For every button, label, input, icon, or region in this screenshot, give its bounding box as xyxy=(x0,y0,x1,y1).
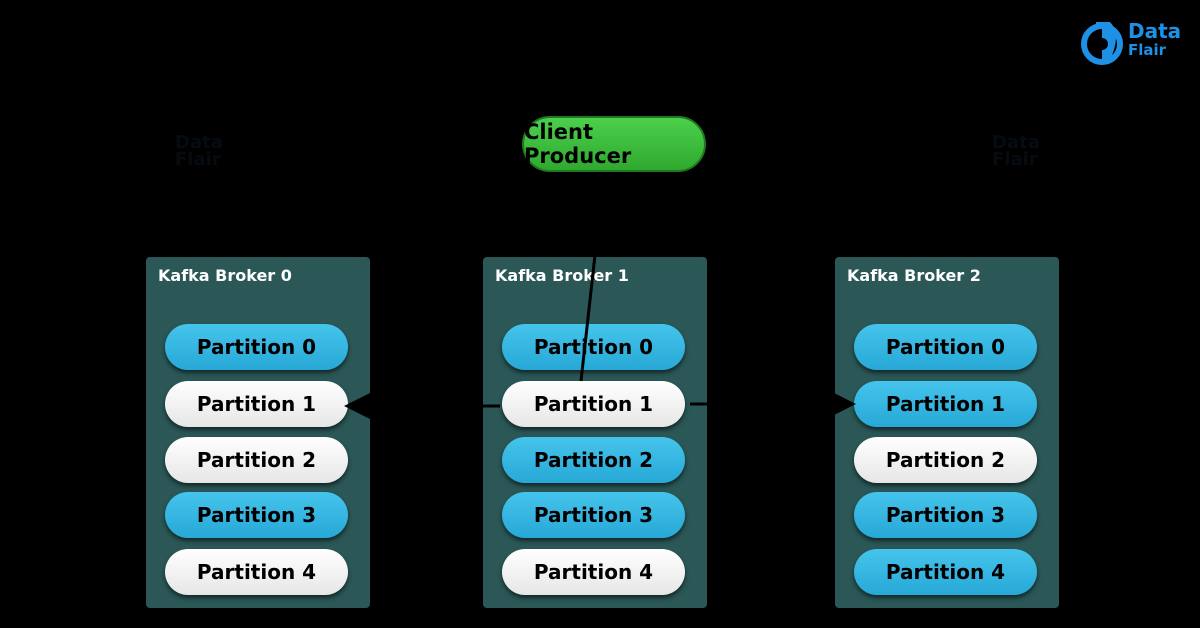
broker-2-partition-3: Partition 3 xyxy=(854,492,1037,538)
broker-1-partition-3: Partition 3 xyxy=(502,492,685,538)
kafka-broker-2: Kafka Broker 2 Partition 0 Partition 1 P… xyxy=(835,257,1059,608)
client-producer-node: Client Producer xyxy=(522,116,706,172)
broker-1-partition-0: Partition 0 xyxy=(502,324,685,370)
broker-0-partition-4: Partition 4 xyxy=(165,549,348,595)
broker-2-partition-1: Partition 1 xyxy=(854,381,1037,427)
broker-0-partition-3: Partition 3 xyxy=(165,492,348,538)
broker-1-partition-1: Partition 1 xyxy=(502,381,685,427)
broker-2-partition-4: Partition 4 xyxy=(854,549,1037,595)
kafka-broker-0: Kafka Broker 0 Partition 0 Partition 1 P… xyxy=(146,257,370,608)
broker-1-partition-4: Partition 4 xyxy=(502,549,685,595)
broker-2-partition-0: Partition 0 xyxy=(854,324,1037,370)
broker-2-partition-2: Partition 2 xyxy=(854,437,1037,483)
broker-title: Kafka Broker 0 xyxy=(158,266,292,285)
broker-0-partition-1: Partition 1 xyxy=(165,381,348,427)
broker-1-partition-2: Partition 2 xyxy=(502,437,685,483)
broker-0-partition-2: Partition 2 xyxy=(165,437,348,483)
client-producer-label: Client Producer xyxy=(524,120,632,168)
broker-title: Kafka Broker 2 xyxy=(847,266,981,285)
broker-0-partition-0: Partition 0 xyxy=(165,324,348,370)
kafka-broker-1: Kafka Broker 1 Partition 0 Partition 1 P… xyxy=(483,257,707,608)
dataflair-logo-icon xyxy=(1081,22,1123,65)
dataflair-logo: Data Flair xyxy=(1080,16,1190,72)
logo-word-data: Data xyxy=(1128,19,1182,43)
logo-word-flair: Flair xyxy=(1128,41,1167,59)
broker-title: Kafka Broker 1 xyxy=(495,266,629,285)
